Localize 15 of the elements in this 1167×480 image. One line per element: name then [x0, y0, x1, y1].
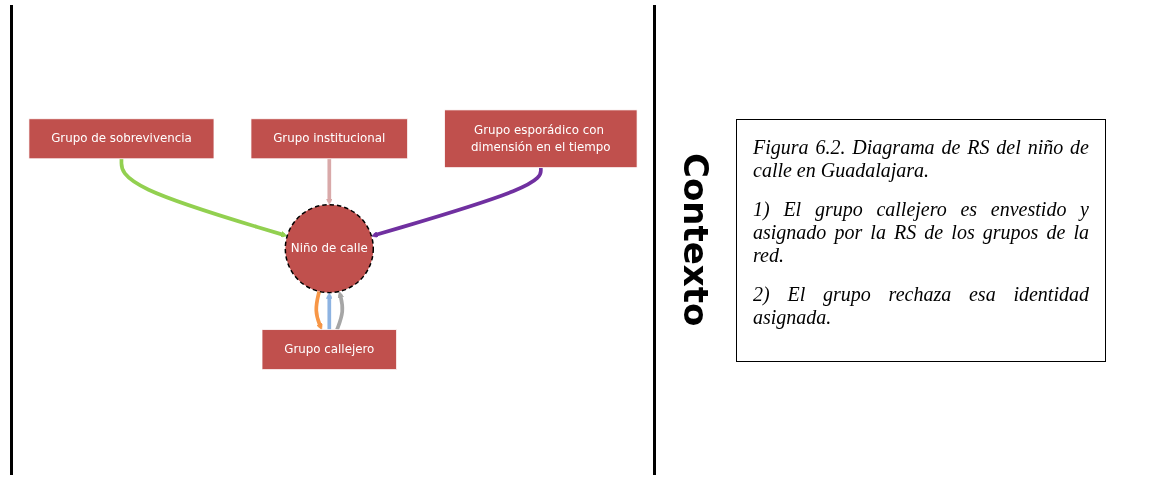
context-label: Contexto — [676, 153, 716, 327]
node-box: Grupo de sobrevivencia — [28, 118, 215, 160]
arrow — [326, 292, 333, 330]
node-box: Grupo institucional — [250, 118, 408, 160]
arrow — [371, 167, 543, 238]
node-box: Grupo callejero — [261, 329, 397, 371]
note-text: 1) El grupo callejero es envestido y asignado por la RS de los grupos de la red. — [753, 197, 1089, 267]
figure-caption: Figura 6.2. Diagrama de RS del niño de calle en Guadalajara. — [753, 135, 1089, 182]
note-text: 2) El grupo rechaza esa identidad asignada. — [753, 282, 1089, 329]
arrow — [119, 159, 288, 238]
node-circle: Niño de calle — [284, 204, 375, 294]
arrow — [314, 291, 323, 331]
node-box: Grupo esporádico con dimensión en el tiempo — [444, 109, 638, 169]
arrow — [335, 291, 345, 331]
arrow — [326, 159, 333, 206]
